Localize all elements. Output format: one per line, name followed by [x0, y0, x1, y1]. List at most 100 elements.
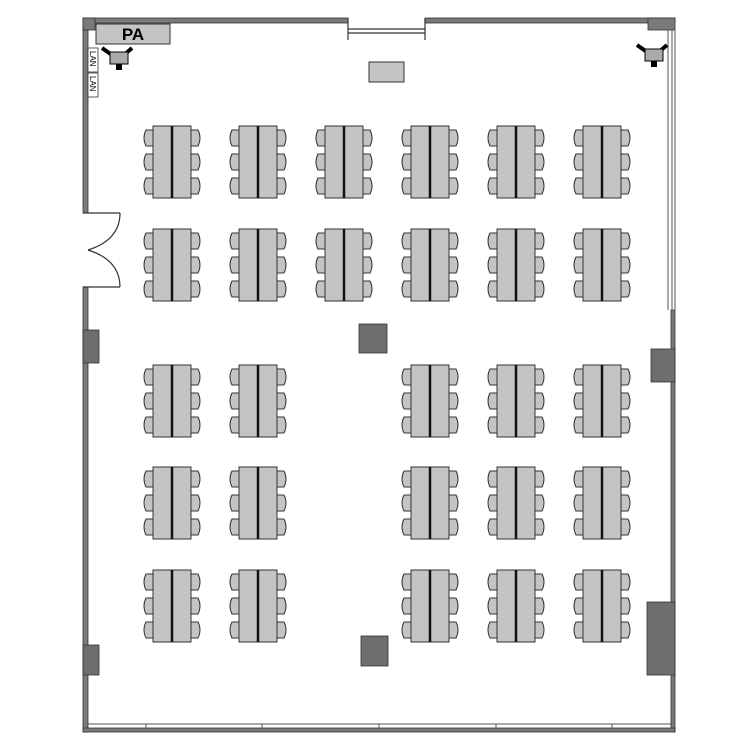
table-group: [143, 125, 201, 199]
chair: [535, 518, 545, 536]
table: [410, 466, 431, 540]
chair: [401, 280, 411, 298]
chair: [487, 621, 497, 639]
chair: [191, 177, 201, 195]
chair: [315, 280, 325, 298]
table: [582, 466, 603, 540]
chair: [621, 416, 631, 434]
chair: [573, 470, 583, 488]
chair: [191, 129, 201, 147]
chair: [191, 416, 201, 434]
chair: [277, 597, 287, 615]
chair: [277, 494, 287, 512]
chair: [363, 232, 373, 250]
chair: [277, 256, 287, 274]
chair: [191, 621, 201, 639]
table: [410, 364, 431, 438]
lan-label: LAN: [88, 51, 97, 67]
table: [582, 569, 603, 643]
chair: [143, 621, 153, 639]
chair: [449, 470, 459, 488]
table: [410, 125, 431, 199]
chair: [573, 232, 583, 250]
chair: [621, 494, 631, 512]
chair: [487, 232, 497, 250]
chair: [573, 256, 583, 274]
table: [257, 466, 278, 540]
chair: [449, 573, 459, 591]
chair: [487, 129, 497, 147]
chair: [573, 518, 583, 536]
chair: [621, 280, 631, 298]
chair: [535, 470, 545, 488]
lan-port: LAN: [87, 72, 99, 98]
chair: [621, 129, 631, 147]
chair: [229, 573, 239, 591]
table-group: [573, 466, 631, 540]
column: [82, 644, 100, 676]
chair: [621, 256, 631, 274]
table: [496, 466, 517, 540]
chair: [535, 597, 545, 615]
table: [496, 569, 517, 643]
column: [650, 348, 676, 383]
table: [238, 125, 259, 199]
chair: [621, 177, 631, 195]
table: [410, 569, 431, 643]
table: [496, 364, 517, 438]
chair: [277, 232, 287, 250]
chair: [621, 232, 631, 250]
table-group: [229, 125, 287, 199]
chair: [401, 177, 411, 195]
table-group: [401, 364, 459, 438]
right-window: [667, 30, 676, 310]
chair: [487, 392, 497, 410]
chair: [487, 518, 497, 536]
chair: [573, 621, 583, 639]
chair: [449, 232, 459, 250]
table: [515, 466, 536, 540]
chair: [277, 368, 287, 386]
chair: [487, 416, 497, 434]
column: [646, 601, 676, 676]
chair: [315, 256, 325, 274]
table: [582, 364, 603, 438]
column: [358, 323, 388, 354]
chair: [573, 494, 583, 512]
pa-label: PA: [122, 25, 144, 44]
chair: [191, 470, 201, 488]
chair: [143, 256, 153, 274]
table: [582, 125, 603, 199]
table: [238, 569, 259, 643]
table: [601, 569, 622, 643]
table: [343, 125, 364, 199]
chair: [363, 177, 373, 195]
table: [410, 228, 431, 302]
table: [429, 228, 450, 302]
chair: [277, 621, 287, 639]
column: [360, 635, 389, 667]
chair: [401, 470, 411, 488]
table: [324, 125, 345, 199]
chair: [487, 153, 497, 171]
table: [171, 569, 192, 643]
table: [429, 364, 450, 438]
chair: [363, 256, 373, 274]
chair: [315, 232, 325, 250]
entrance-door[interactable]: [83, 212, 121, 288]
chair: [277, 153, 287, 171]
chair: [143, 597, 153, 615]
chair: [315, 177, 325, 195]
table: [152, 125, 173, 199]
chair: [229, 518, 239, 536]
chair: [191, 368, 201, 386]
bottom-window: [88, 723, 671, 728]
chair: [573, 177, 583, 195]
chair: [191, 494, 201, 512]
chair: [535, 280, 545, 298]
chair: [401, 494, 411, 512]
table-group: [401, 466, 459, 540]
table-group: [401, 569, 459, 643]
top-wall-right: [424, 17, 676, 24]
table-group: [143, 364, 201, 438]
